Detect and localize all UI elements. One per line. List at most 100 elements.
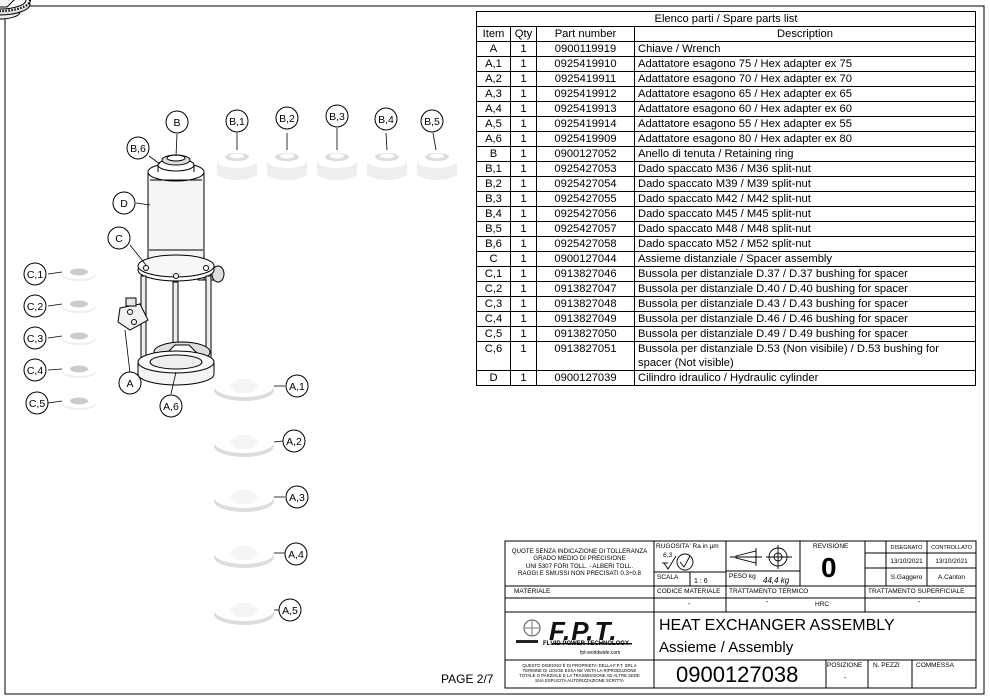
weight-label: PESO kg [729, 573, 756, 580]
property-line: TERMINE DI LEGGE ESSA NE VIETA LA RIPROD… [522, 668, 637, 673]
balloon-a2-circle [282, 429, 306, 453]
item-cell: C [476, 251, 511, 267]
part-number-cell: 0925427054 [536, 176, 635, 192]
item-cell: C,5 [476, 326, 511, 342]
checked-date: 13/10/2021 [935, 558, 968, 565]
parts-list-title: Elenco parti / Spare parts list [476, 11, 976, 27]
hex-adapter-a3 [212, 484, 276, 514]
balloon-a-circle [118, 371, 142, 395]
description-cell: Dado spaccato M42 / M42 split-nut [634, 191, 976, 207]
item-cell: B,2 [476, 176, 511, 192]
qty-cell: 1 [510, 206, 537, 222]
qty-cell: 1 [510, 191, 537, 207]
qty-cell: 1 [510, 146, 537, 162]
balloon-c3-circle [23, 326, 47, 350]
part-number-cell: 0925419911 [536, 71, 635, 87]
part-number-cell: 0900127052 [536, 146, 635, 162]
checked-by: A.Canton [937, 574, 966, 581]
parts-list-table: Elenco parti / Spare parts list Item Qty… [476, 11, 976, 386]
scale-label: SCALA [657, 574, 679, 581]
description-cell: Chiave / Wrench [634, 41, 976, 57]
description-cell: Adattatore esagono 80 / Hex adapter ex 8… [634, 131, 976, 147]
item-cell: C,3 [476, 296, 511, 312]
tolerance-note: QUOTE SENZA INDICAZIONE DI TOLLERANZA GR… [505, 548, 654, 577]
item-cell: C,2 [476, 281, 511, 297]
balloon-b3-circle [325, 104, 349, 128]
balloon-b1-circle [225, 109, 249, 133]
hex-adapter-a5 [212, 597, 276, 627]
balloon-d: D [120, 198, 128, 210]
balloon-c4: C,4 [27, 365, 44, 377]
material-code-label: CODICE MATERIALE [657, 588, 721, 595]
balloon-a6: A,6 [163, 401, 179, 413]
description-cell: Adattatore esagono 60 / Hex adapter ex 6… [634, 101, 976, 117]
split-nut-b3 [316, 152, 358, 181]
item-cell: A,2 [476, 71, 511, 87]
property-line: SUA ESPLICITA AUTORIZZAZIONE SCRITTA [535, 678, 624, 683]
qty-cell: 1 [510, 176, 537, 192]
qty-cell: 1 [510, 251, 537, 267]
item-cell: B [476, 146, 511, 162]
balloon-a3: A,3 [289, 492, 305, 504]
logo-web: fpt-worldwide.com [580, 650, 621, 656]
tolerance-line: QUOTE SENZA INDICAZIONE DI TOLLERANZA [511, 548, 648, 555]
hydraulic-cylinder-assembly [117, 154, 225, 386]
bushing-c5 [60, 393, 98, 411]
part-number-cell: 0913827051 [536, 341, 635, 371]
item-cell: A,6 [476, 131, 511, 147]
description-cell: Bussola per distanziale D.49 / D.49 bush… [634, 326, 976, 342]
balloon-a5: A,5 [282, 605, 298, 617]
projection-symbol-icon [730, 545, 792, 569]
description-cell: Anello di tenuta / Retaining ring [634, 146, 976, 162]
qty-cell: 1 [510, 131, 537, 147]
part-number-cell: 0913827047 [536, 281, 635, 297]
balloon-c1: C,1 [27, 269, 44, 281]
bushing-c3 [60, 328, 98, 346]
item-cell: A,1 [476, 56, 511, 72]
description-cell: Assieme distanziale / Spacer assembly [634, 251, 976, 267]
position-value: - [844, 675, 847, 682]
part-number-cell: 0913827048 [536, 296, 635, 312]
description-cell: Dado spaccato M52 / M52 split-nut [634, 236, 976, 252]
description-cell: Dado spaccato M45 / M45 split-nut [634, 206, 976, 222]
qty-cell: 1 [510, 341, 537, 371]
description-cell: Adattatore esagono 65 / Hex adapter ex 6… [634, 86, 976, 102]
revision-label: REVISIONE [813, 543, 849, 550]
bushing-c1 [60, 264, 98, 282]
balloon-b4-circle [374, 107, 398, 131]
balloon-c: C [115, 233, 123, 245]
balloon-c5-circle [25, 391, 49, 415]
fpt-logo: F.P.T. [516, 616, 632, 646]
balloon-c2-circle [23, 294, 47, 318]
qty-cell: 1 [510, 116, 537, 132]
header-item: Item [476, 26, 511, 42]
hex-adapter-a2 [212, 429, 276, 459]
balloon-b6: B,6 [130, 143, 146, 155]
description-cell: Bussola per distanziale D.37 / D.37 bush… [634, 266, 976, 282]
pieces-label: N. PEZZI [873, 662, 900, 669]
checked-label: CONTROLLATO [931, 545, 972, 551]
part-number-cell: 0925419914 [536, 116, 635, 132]
part-number-cell: 0913827049 [536, 311, 635, 327]
part-number-cell: 0925419913 [536, 101, 635, 117]
balloon-c3: C,3 [27, 333, 44, 345]
balloon-c5: C,5 [29, 398, 46, 410]
balloon-b2-circle [275, 106, 299, 130]
balloon-b: B [173, 117, 180, 129]
roughness-value: 6,3 [663, 552, 673, 559]
part-number-cell: 0925427053 [536, 161, 635, 177]
balloon-d-circle [112, 191, 136, 215]
